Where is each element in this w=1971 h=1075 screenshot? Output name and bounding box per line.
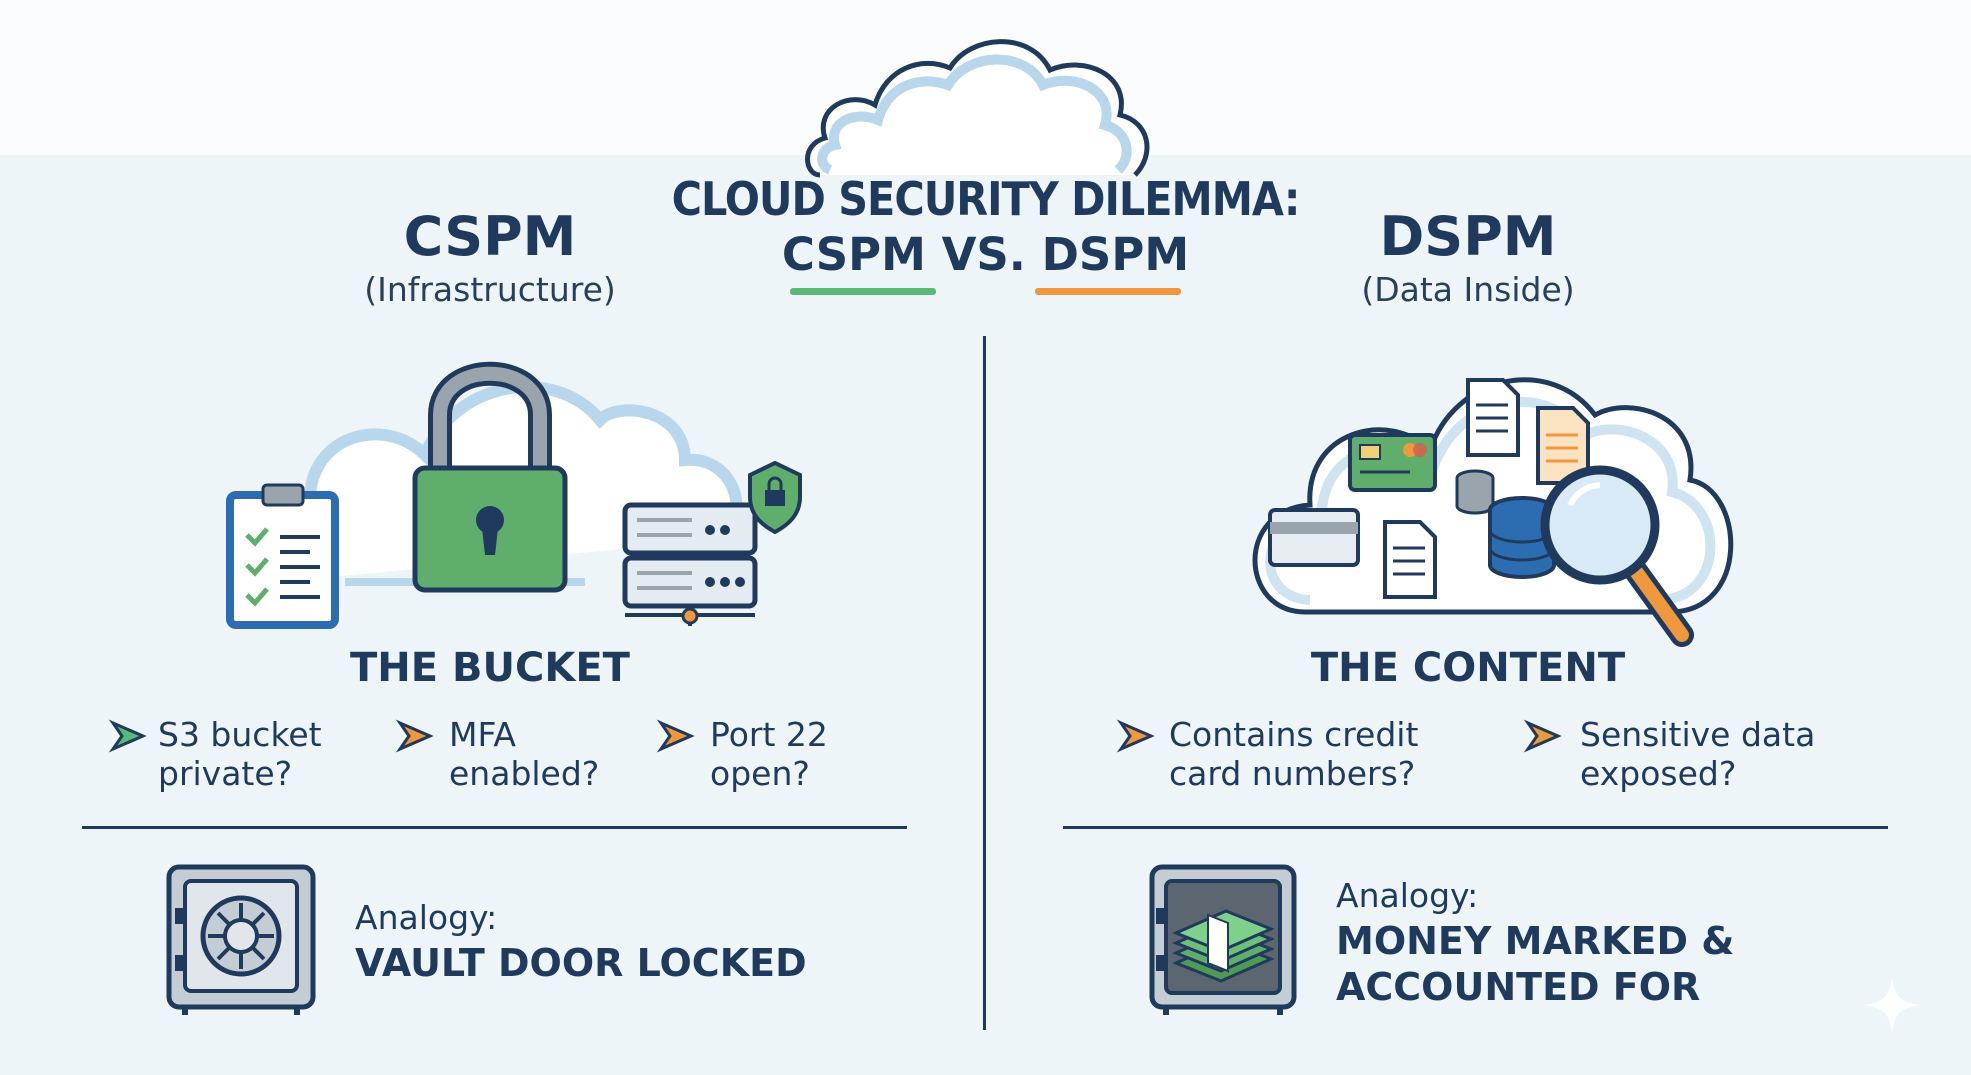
dspm-analogy-label: Analogy: <box>1336 876 1479 915</box>
dspm-bullet-2: Sensitive data exposed? <box>1523 715 1845 795</box>
cspm-illustration <box>226 361 802 629</box>
arrow-icon <box>108 719 147 753</box>
credit-card-icon <box>1268 433 1437 567</box>
database-icon <box>1455 469 1556 579</box>
dspm-section-title: THE CONTENT <box>1310 645 1626 691</box>
dspm-bullet-1: Contains credit card numbers? <box>1116 715 1438 795</box>
document-icon <box>1383 378 1590 599</box>
dspm-divider <box>1063 826 1888 829</box>
arrow-icon <box>1523 719 1562 753</box>
dspm-subheading: (Data Inside) <box>1361 270 1575 309</box>
sparkle-icon <box>1864 977 1920 1033</box>
padlock-icon <box>412 361 568 593</box>
arrow-icon <box>1116 719 1155 753</box>
dspm-analogy-value-line2: ACCOUNTED FOR <box>1336 965 1701 1009</box>
header-cloud-icon <box>805 39 1150 178</box>
dspm-accent-bar <box>1035 288 1181 295</box>
magnifier-icon <box>1540 465 1694 647</box>
arrow-icon <box>395 719 434 753</box>
dspm-analogy-value-line1: MONEY MARKED & <box>1336 919 1735 963</box>
cspm-divider <box>82 826 907 829</box>
cspm-bullet-2: MFA enabled? <box>395 715 599 795</box>
page-title: CLOUD SECURITY DILEMMA: <box>671 172 1301 226</box>
center-divider <box>983 336 986 1030</box>
cspm-analogy-label: Analogy: <box>355 898 498 937</box>
cspm-heading: CSPM <box>403 205 577 268</box>
page-subtitle: CSPM VS. DSPM <box>781 228 1190 281</box>
vault-icon <box>166 864 316 1015</box>
cspm-section-title: THE BUCKET <box>350 645 630 691</box>
arrow-icon <box>656 719 695 753</box>
cspm-bullet-1: S3 bucket private? <box>108 715 350 795</box>
cspm-analogy-value: VAULT DOOR LOCKED <box>355 941 807 985</box>
cspm-subheading: (Infrastructure) <box>364 270 616 309</box>
vault-money-icon <box>1149 864 1297 1015</box>
server-shield-icon <box>622 460 802 626</box>
cspm-bullet-3: Port 22 open? <box>656 715 858 795</box>
dspm-illustration <box>1252 377 1734 647</box>
clipboard-checklist-icon <box>226 483 339 629</box>
dspm-heading: DSPM <box>1379 205 1557 268</box>
cspm-accent-bar <box>790 288 936 295</box>
